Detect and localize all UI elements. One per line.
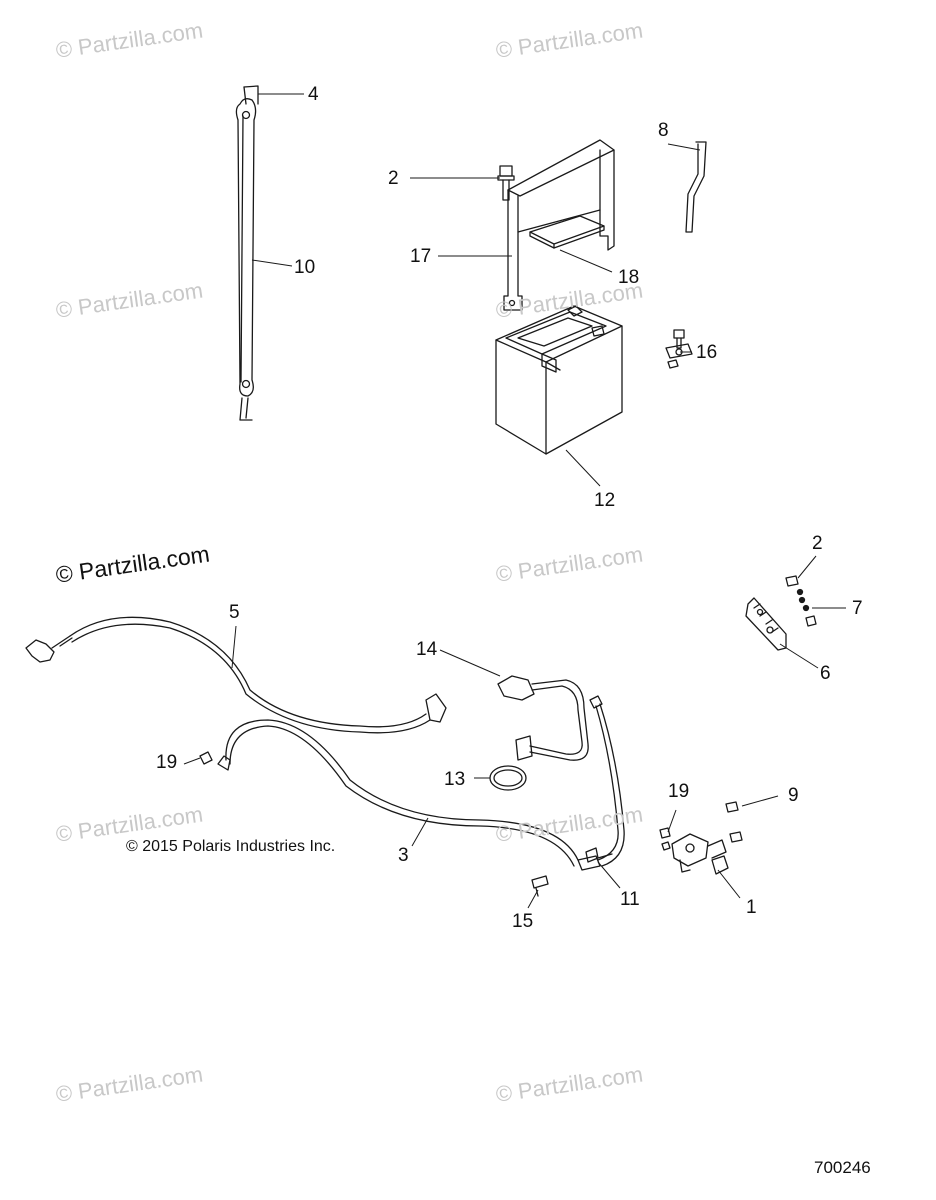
cable-lead-right xyxy=(589,695,625,867)
nut-part-19-right xyxy=(659,827,671,851)
callout-3: 3 xyxy=(398,845,409,866)
callout-2: 2 xyxy=(812,533,823,554)
callout-2: 2 xyxy=(388,168,399,189)
nut-part-19-left xyxy=(199,751,213,765)
callout-4: 4 xyxy=(308,84,319,105)
bracket-part-8 xyxy=(685,141,707,233)
relay-part-1 xyxy=(671,833,729,875)
callout-10: 10 xyxy=(294,257,316,278)
cable-part-14 xyxy=(497,675,589,761)
callout-7: 7 xyxy=(852,598,863,619)
callout-13: 13 xyxy=(444,769,466,790)
callout-15: 15 xyxy=(512,911,534,932)
callout-8: 8 xyxy=(658,120,669,141)
hold-down-strap-part-10 xyxy=(235,85,259,421)
callout-9: 9 xyxy=(788,785,799,806)
callout-6: 6 xyxy=(820,663,831,684)
copyright-notice: © 2015 Polaris Industries Inc. xyxy=(126,838,336,855)
leader-lines xyxy=(183,93,846,909)
callout-19: 19 xyxy=(668,781,690,802)
nut-part-9 xyxy=(725,801,743,843)
drawing-number: 700246 xyxy=(814,1158,871,1177)
fastener-part-16 xyxy=(665,329,693,369)
callout-5: 5 xyxy=(229,602,240,623)
clamp-part-13 xyxy=(489,765,527,791)
nut-part-2-right xyxy=(785,575,799,587)
fastener-part-15 xyxy=(531,875,549,897)
callout-14: 14 xyxy=(416,639,438,660)
callout-11: 11 xyxy=(620,889,640,910)
callout-18: 18 xyxy=(618,267,640,288)
pad-part-18 xyxy=(529,215,605,249)
callout-16: 16 xyxy=(696,342,718,363)
battery-bracket-part-17 xyxy=(503,139,615,311)
callout-19: 19 xyxy=(156,752,178,773)
bolt-part-2-top xyxy=(497,165,515,201)
washers-part-7 xyxy=(796,588,817,627)
callout-1: 1 xyxy=(746,897,757,918)
battery-part-12 xyxy=(495,305,623,455)
cable-part-5 xyxy=(25,616,447,734)
terminal-block-part-6 xyxy=(745,597,787,651)
callout-12: 12 xyxy=(594,490,616,511)
callout-17: 17 xyxy=(410,246,432,267)
clip-part-11 xyxy=(585,847,599,863)
